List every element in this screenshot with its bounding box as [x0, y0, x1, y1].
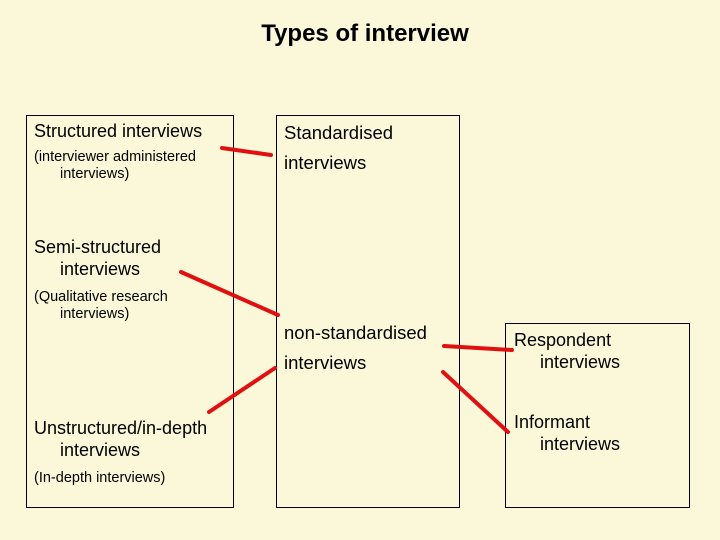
- respondent-interviews-label: Respondent interviews: [514, 330, 621, 372]
- unstructured-interviews-label: Unstructured/in-depth interviews: [34, 418, 208, 460]
- connector-semi-to-non-standardised: [179, 270, 280, 317]
- structured-interviews-label: Structured interviews: [34, 121, 203, 141]
- semi-structured-interviews-note: (Qualitative research interviews): [34, 289, 168, 323]
- unstructured-interviews-note: (In-depth interviews): [34, 470, 166, 486]
- interview-types-box: Structured interviews (interviewer admin…: [26, 115, 234, 508]
- standardised-interviews-label: Standardised interviews: [284, 122, 394, 173]
- connector-non-standardised-to-informant: [441, 370, 510, 434]
- non-standardised-interviews-label: non-standardised interviews: [284, 322, 427, 373]
- connector-non-standardised-to-respondent: [442, 344, 514, 352]
- informant-interviews-label: Informant interviews: [514, 412, 621, 454]
- standardisation-box: Standardised interviews non-standardised…: [276, 115, 460, 508]
- diagram-title: Types of interview: [261, 20, 469, 47]
- connector-structured-to-standardised: [220, 146, 273, 157]
- structured-interviews-note: (interviewer administered interviews): [34, 149, 196, 183]
- semi-structured-interviews-label: Semi-structured interviews: [34, 237, 162, 279]
- connector-unstructured-to-non-standardised: [207, 366, 277, 414]
- non-standardised-types-box: Respondent interviews Informant intervie…: [505, 323, 690, 508]
